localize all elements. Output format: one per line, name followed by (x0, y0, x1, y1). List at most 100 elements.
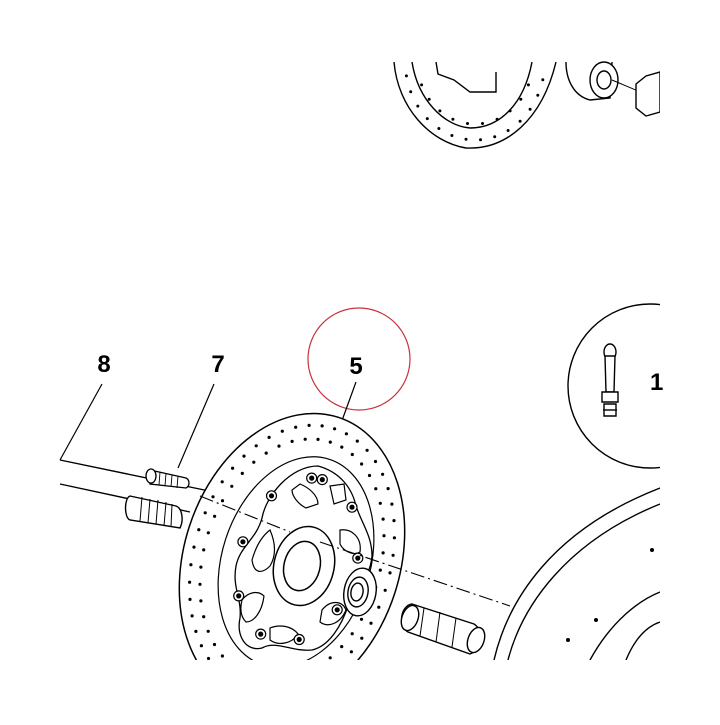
disc-hole (280, 429, 284, 433)
callout-5: 5 (349, 353, 362, 380)
disc-hole (381, 517, 385, 521)
disc-hole (252, 676, 255, 679)
disc-hole (373, 459, 378, 464)
disc-bolt-center (258, 631, 264, 637)
disc-hole (260, 693, 263, 696)
disc-hole (338, 662, 341, 665)
disc-hole (287, 691, 290, 694)
disc-hole (242, 454, 246, 458)
disc-hole (277, 444, 281, 448)
disc-hole (194, 629, 198, 634)
disc-bolt-center (240, 539, 246, 545)
disc-hole (203, 511, 207, 515)
disc-hole (199, 565, 203, 569)
upper-disc-hole (450, 134, 454, 137)
disc-bolt-center (236, 593, 242, 599)
upper-disc-hole (451, 117, 455, 121)
disc-hole (320, 424, 324, 428)
disc-hole (303, 672, 306, 675)
upper-disc-hole (528, 107, 532, 111)
disc-hole (382, 534, 386, 538)
upper-disc-hole (506, 129, 510, 132)
disc-hole (381, 472, 385, 476)
disc-hole (349, 650, 353, 654)
callout-labels: 8 7 5 1 (97, 351, 663, 396)
disc-hole (215, 668, 218, 671)
disc-hole (206, 531, 210, 535)
disc-bolt-center (355, 555, 361, 561)
disc-hole (267, 435, 271, 439)
disc-hole (326, 673, 329, 676)
upper-disc-hole (536, 93, 540, 97)
disc-hole (359, 617, 364, 621)
disc-hole (241, 671, 244, 674)
disc-bolt-center (268, 493, 275, 499)
disc-hole (252, 460, 256, 464)
disc-hole (340, 645, 344, 649)
disc-hole (303, 437, 307, 441)
disc-hole (231, 466, 235, 470)
upper-disc-hole (464, 137, 468, 141)
disc-hole (340, 445, 344, 449)
disc-hole (367, 473, 372, 478)
disc-hole (355, 439, 359, 443)
disc-hole (316, 665, 319, 668)
disc-hole (264, 451, 268, 455)
disc-hole (383, 588, 387, 592)
disc-hole (273, 693, 276, 696)
disc-hole (211, 495, 215, 499)
disc-hole (192, 545, 196, 549)
disc-hole (202, 548, 206, 552)
disc-hole (300, 687, 303, 690)
upper-disc-hole (425, 117, 429, 121)
spacer-sleeve (400, 603, 486, 655)
disc-hole (392, 519, 396, 523)
disc-hole (333, 427, 337, 431)
disc-hole (360, 462, 364, 466)
disc-hole (198, 582, 202, 586)
disc-hole (188, 597, 192, 602)
upper-disc-hole (466, 122, 469, 125)
disc-bolt-center (309, 475, 315, 481)
axis-line (199, 495, 511, 607)
upper-disc-hole (526, 83, 530, 87)
disc-hole (190, 614, 194, 618)
disc-hole (350, 632, 354, 636)
disc-hole (230, 484, 234, 488)
disc-hole (220, 654, 224, 658)
disc-hole (391, 553, 395, 557)
upper-disc-hole (427, 97, 431, 101)
upper-disc-hole (481, 122, 484, 125)
upper-disc-hole (495, 117, 499, 121)
disc-hole (386, 487, 390, 491)
disc-hole (206, 656, 211, 660)
bolt (145, 468, 190, 489)
upper-disc-hole (404, 74, 408, 78)
disc-bolt-center (319, 477, 325, 483)
wheel-bearing (343, 567, 377, 617)
disc-hole (225, 677, 228, 680)
disc-hole (188, 580, 192, 584)
highlight-circle (307, 307, 411, 411)
upper-disc-hole (519, 97, 523, 101)
disc-hole (378, 501, 382, 505)
disc-hole (236, 685, 239, 688)
disc-hole (344, 432, 348, 436)
disc-hole (277, 679, 280, 682)
disc-hole (248, 690, 251, 693)
disc-hole (307, 423, 311, 427)
disc-hole (220, 480, 224, 484)
disc-hole (390, 502, 394, 506)
upper-brake-disc (380, 0, 660, 149)
disc-hole (220, 499, 225, 503)
upper-disc-hole (438, 109, 442, 113)
disc-hole (199, 599, 203, 603)
upper-disc-hole (508, 109, 512, 113)
disc-hole (294, 425, 298, 429)
disc-hole (254, 444, 258, 448)
disc-hole (316, 437, 320, 441)
upper-disc-hole (420, 83, 424, 87)
disc-hole (290, 439, 294, 443)
disc-hole (240, 471, 244, 475)
